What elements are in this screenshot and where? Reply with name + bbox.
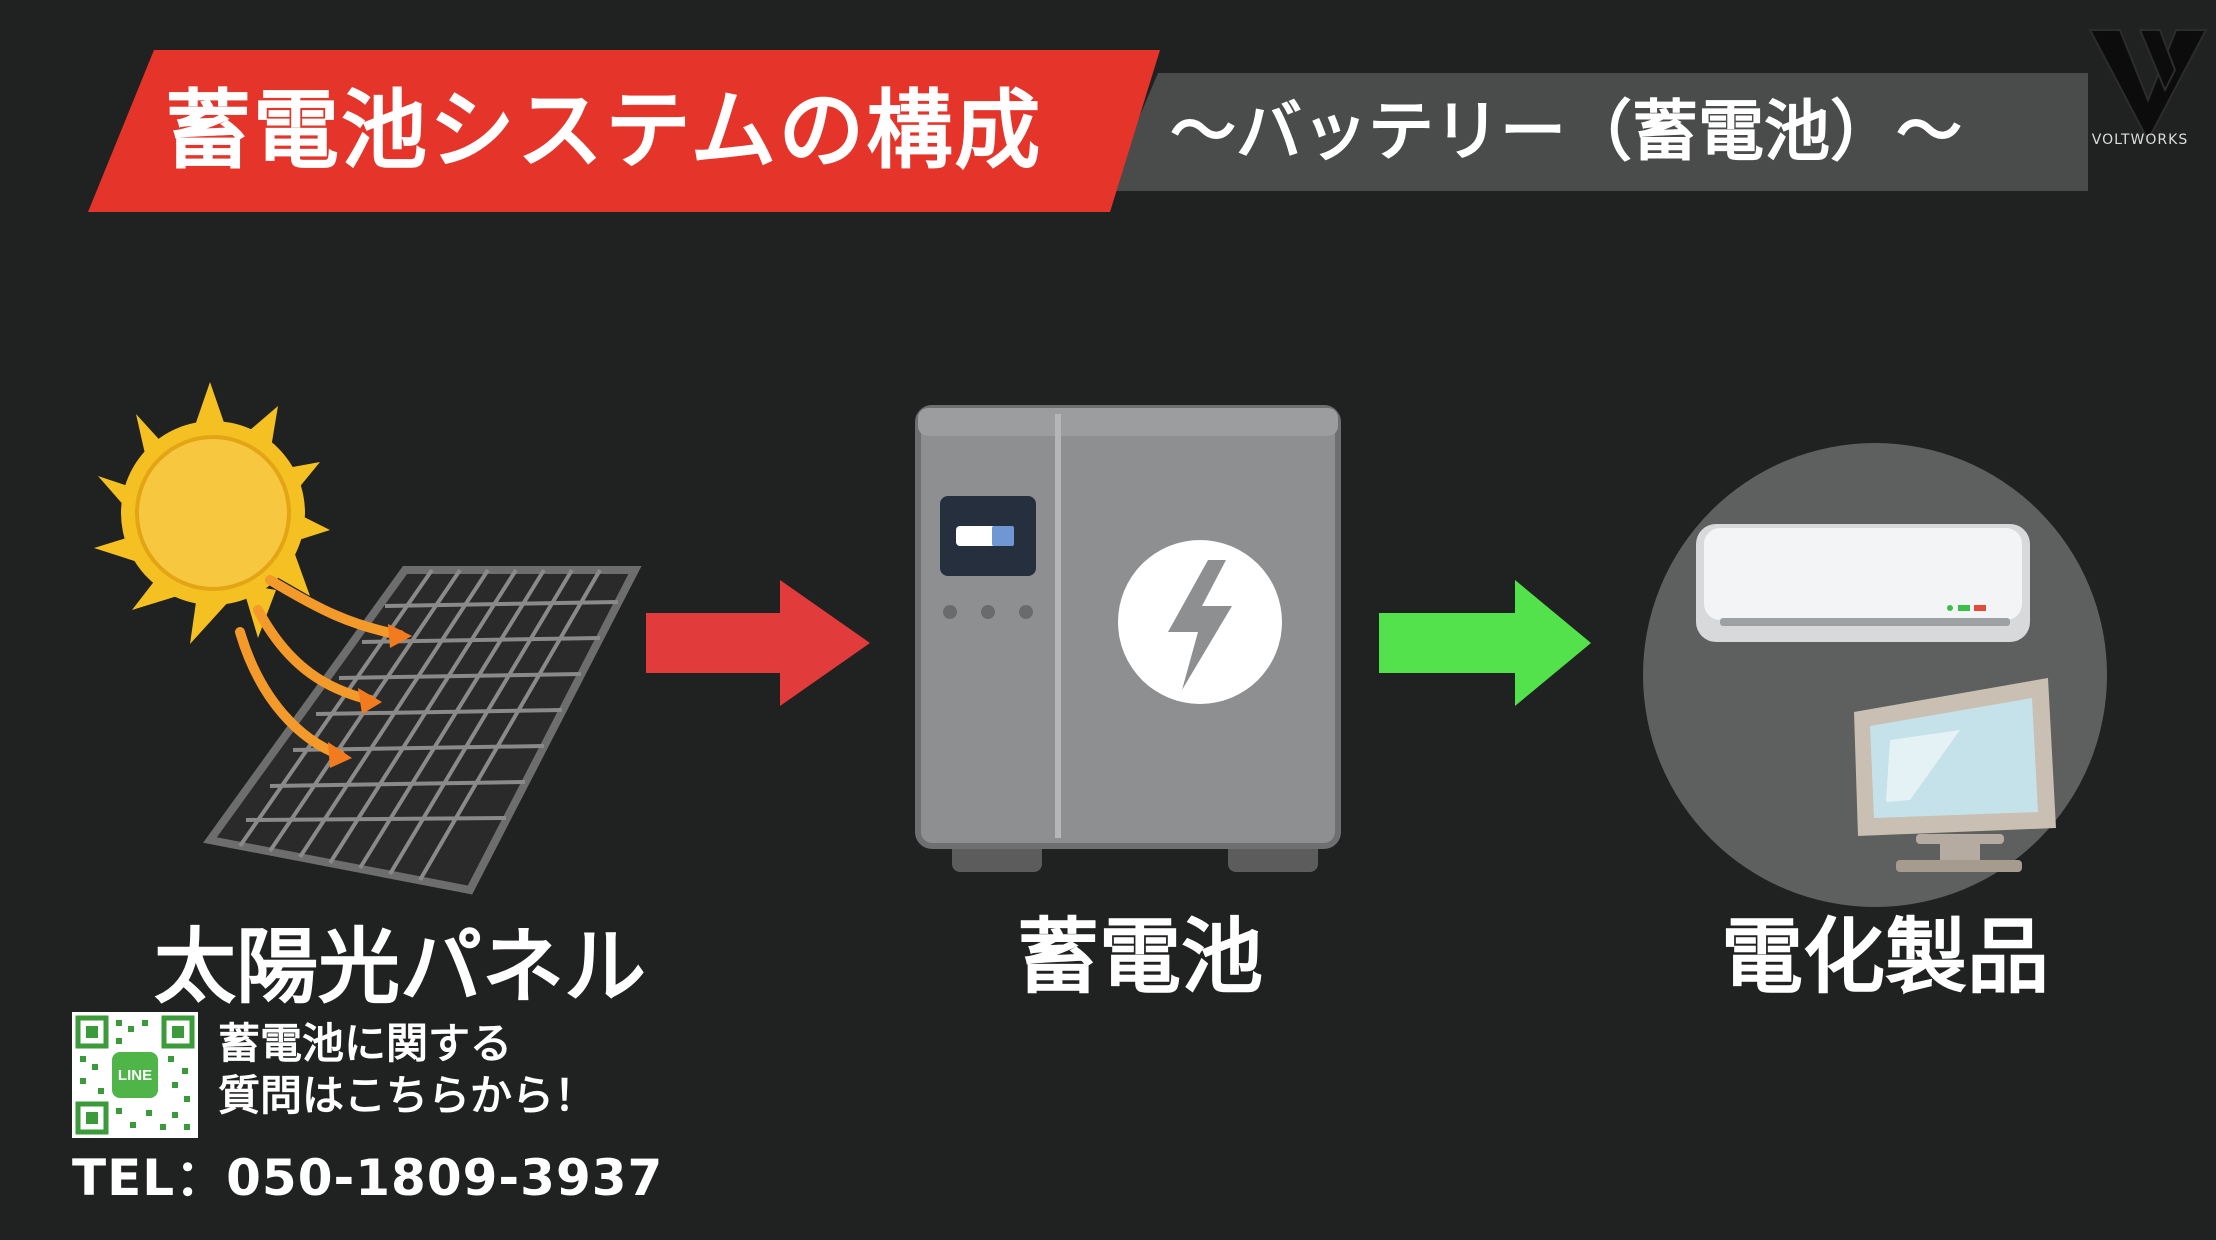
phone-number[interactable]: TEL：050-1809-3937 [72, 1149, 664, 1207]
solar-panel-icon [94, 382, 642, 895]
line-qr-code[interactable]: LINE [72, 1012, 198, 1138]
contact-line-1: 蓄電池に関する [218, 1019, 513, 1068]
solar-panel-label: 太陽光パネル [153, 920, 646, 1015]
title-banner [88, 50, 1160, 212]
battery-label: 蓄電池 [1016, 910, 1263, 1005]
battery-storage-icon [915, 405, 1341, 872]
appliances-icon [1643, 443, 2107, 907]
arrow-right-icon [646, 580, 870, 706]
arrow-right-icon [1379, 580, 1591, 706]
page-title: 蓄電池システムの構成 [165, 81, 1043, 181]
voltworks-logo-icon [2088, 29, 2208, 143]
appliance-label: 電化製品 [1720, 910, 2049, 1005]
qr-line-label: LINE [118, 1067, 152, 1084]
contact-message: 蓄電池に関する 質問はこちらから！ [218, 1018, 596, 1122]
contact-line-2: 質問はこちらから！ [218, 1071, 597, 1120]
subtitle-banner [1108, 73, 2088, 191]
logo-text: VOLTWORKS [2091, 132, 2189, 148]
subtitle-text: ～バッテリー（蓄電池）～ [1170, 93, 1962, 170]
